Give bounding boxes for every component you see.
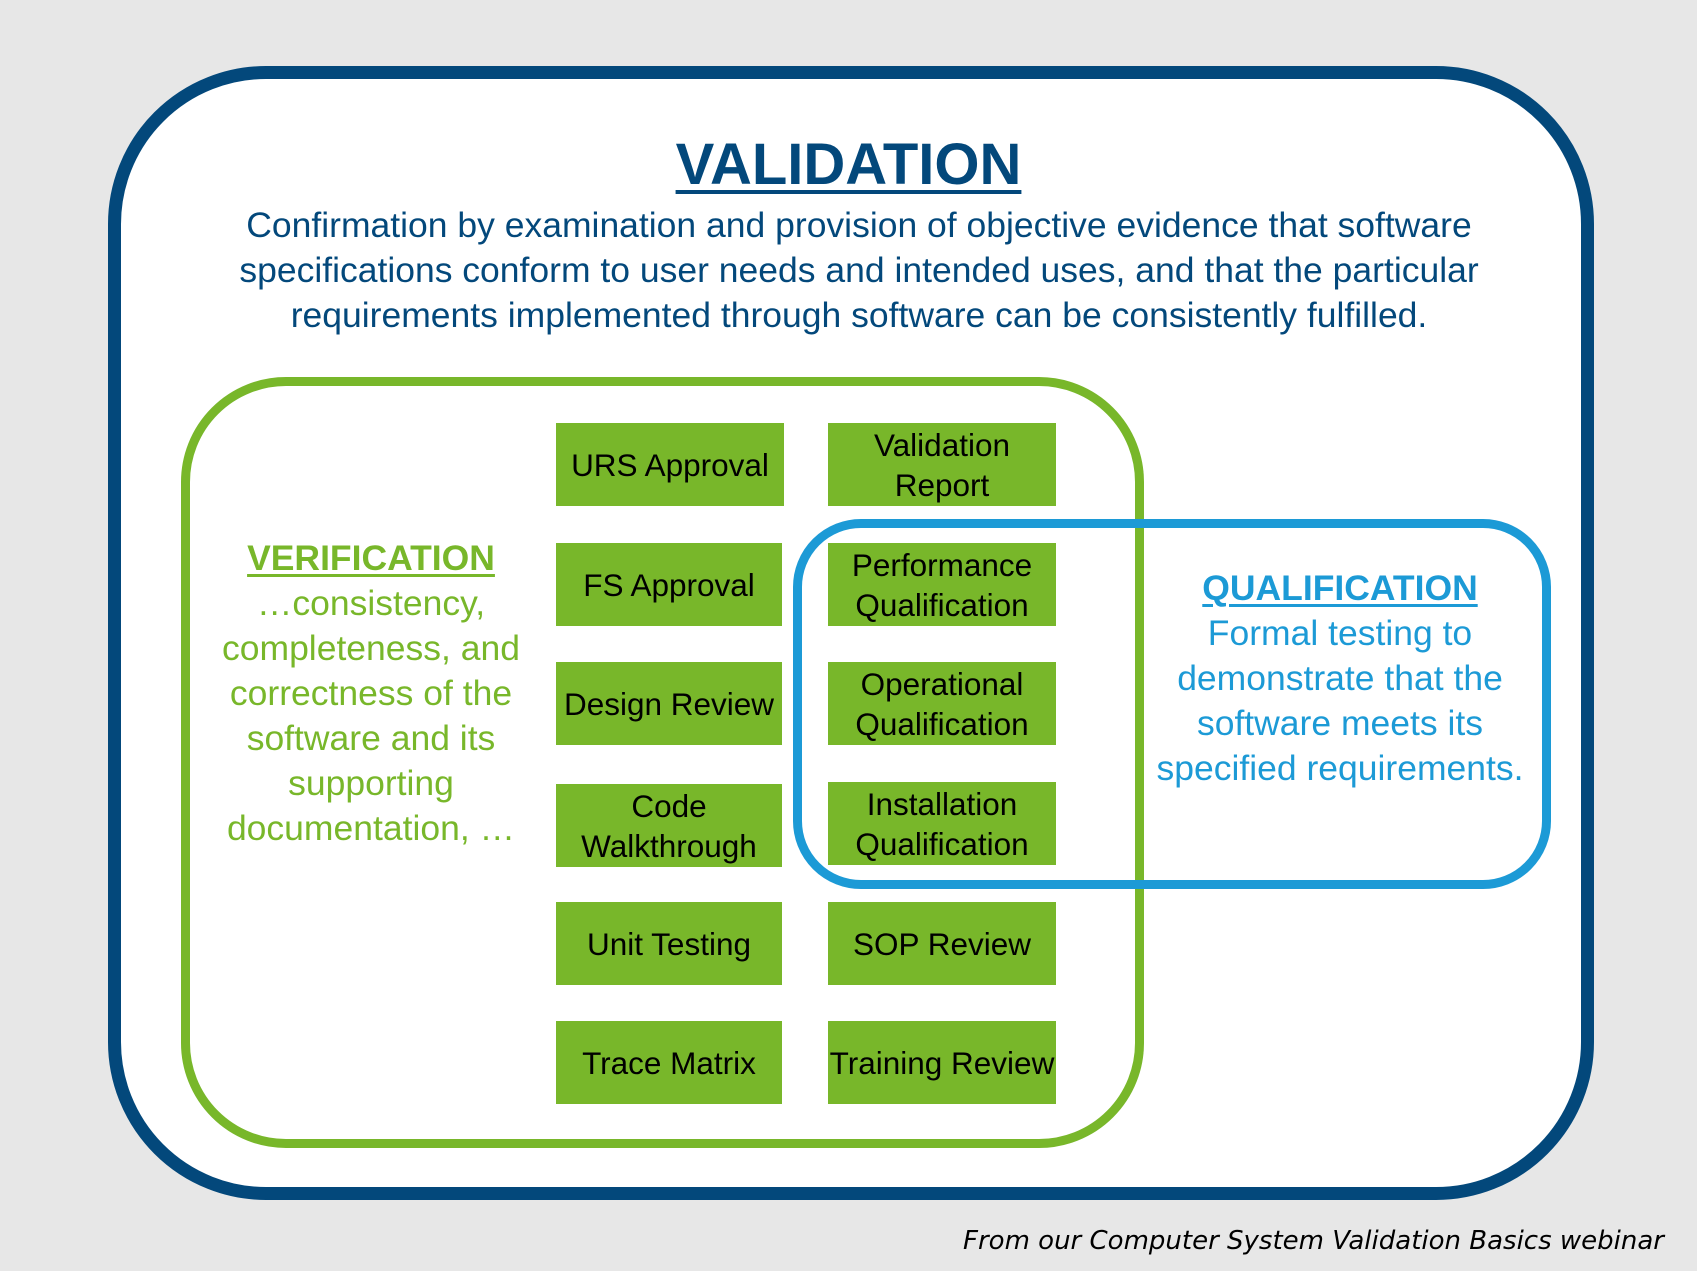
verification-text: VERIFICATION …consistency, completeness,…	[216, 536, 526, 851]
box-unit-testing: Unit Testing	[556, 902, 782, 985]
qualification-title: QUALIFICATION	[1202, 568, 1478, 608]
box-installation-qualification: Installation Qualification	[828, 782, 1056, 865]
qualification-description: Formal testing to demonstrate that the s…	[1156, 613, 1524, 788]
box-performance-qualification: Performance Qualification	[828, 543, 1056, 626]
box-operational-qualification: Operational Qualification	[828, 662, 1056, 745]
box-sop-review: SOP Review	[828, 902, 1056, 985]
validation-frame	[108, 66, 1594, 1200]
box-validation-report: Validation Report	[828, 423, 1056, 506]
verification-frame	[181, 377, 1144, 1148]
validation-description: Confirmation by examination and provisio…	[239, 205, 1479, 335]
box-design-review: Design Review	[556, 662, 782, 745]
validation-title: VALIDATION	[675, 132, 1022, 197]
verification-description: …consistency, completeness, and correctn…	[222, 583, 520, 848]
box-training-review: Training Review	[828, 1021, 1056, 1104]
box-fs-approval: FS Approval	[556, 543, 782, 626]
qualification-text: QUALIFICATION Formal testing to demonstr…	[1155, 566, 1525, 791]
box-trace-matrix: Trace Matrix	[556, 1021, 782, 1104]
source-note: From our Computer System Validation Basi…	[963, 1226, 1664, 1256]
box-code-walkthrough: Code Walkthrough	[556, 784, 782, 867]
qualification-frame	[793, 519, 1551, 889]
verification-title: VERIFICATION	[247, 538, 495, 578]
box-urs-approval: URS Approval	[556, 423, 784, 506]
